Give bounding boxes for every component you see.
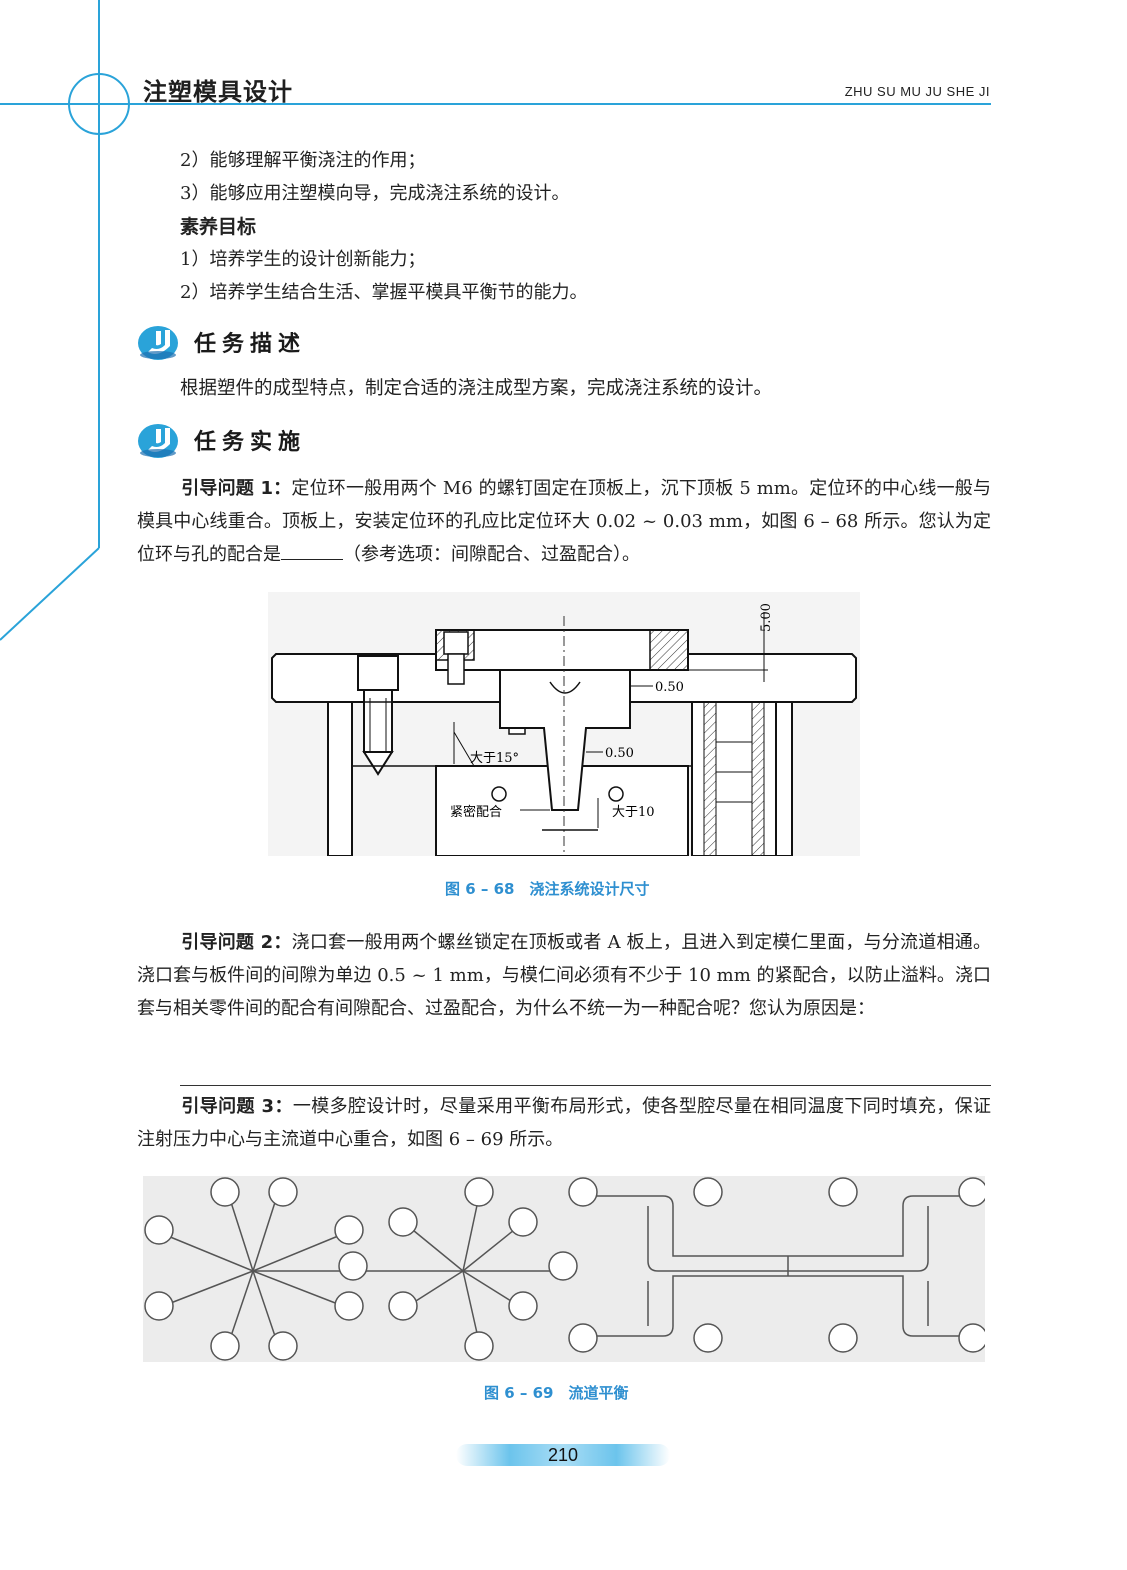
dim-0-50-mid-label: 0.50	[605, 746, 634, 761]
dim-5-00-label: 5.00	[759, 603, 774, 632]
dim-0-50-top-label: 0.50	[655, 680, 684, 695]
tight-fit-label: 紧密配合	[450, 804, 502, 820]
header-vertical-line	[98, 0, 100, 548]
header-horizontal-line	[0, 103, 991, 105]
question-3-label: 引导问题 3：	[181, 1096, 293, 1117]
section-logo-icon	[138, 326, 178, 360]
guide-question-1: 引导问题 1：定位环一般用两个 M6 的螺钉固定在顶板上，沉下顶板 5 mm。定…	[137, 472, 991, 571]
angle-label: 大于15°	[470, 751, 519, 766]
task-implementation-title: 任务实施	[194, 430, 307, 455]
book-title-pinyin: ZHU SU MU JU SHE JI	[844, 84, 990, 99]
task-description-text: 根据塑件的成型特点，制定合适的浇注成型方案，完成浇注系统的设计。	[180, 378, 773, 399]
figure-6-68-drawing: 5.00 0.50 0.50 大于15° 紧密配合 大于10	[268, 592, 860, 856]
guide-question-3: 引导问题 3：一模多腔设计时，尽量采用平衡布局形式，使各型腔尽量在相同温度下同时…	[137, 1090, 991, 1156]
task-description-title: 任务描述	[194, 332, 307, 357]
figure-6-69-caption: 图 6 – 69 流道平衡	[484, 1384, 629, 1402]
question-1-text: 定位环一般用两个 M6 的螺钉固定在顶板上，沉下顶板 5 mm。定位环的中心线一…	[137, 478, 992, 565]
question-1-options: （参考选项：间隙配合、过盈配合）。	[343, 544, 640, 565]
question-1-label: 引导问题 1：	[181, 478, 292, 499]
header-circle-decoration	[0, 73, 130, 641]
figure-6-69-drawing	[143, 1176, 985, 1362]
question-2-text: 浇口套一般用两个螺丝锁定在顶板或者 A 板上，且进入到定模仁里面，与分流道相通。…	[137, 932, 991, 1019]
literacy-item-1: 1）培养学生的设计创新能力；	[180, 249, 426, 270]
ability-item-2: 2）能够理解平衡浇注的作用；	[180, 150, 426, 171]
page-number-decoration	[456, 1444, 670, 1466]
answer-line-2[interactable]	[180, 1085, 991, 1086]
section-logo-icon	[138, 424, 178, 458]
figure-6-68-caption: 图 6 – 68 浇注系统设计尺寸	[445, 880, 650, 898]
book-title: 注塑模具设计	[143, 78, 293, 106]
question-3-text: 一模多腔设计时，尽量采用平衡布局形式，使各型腔尽量在相同温度下同时填充，保证注射…	[137, 1096, 992, 1150]
question-2-label: 引导问题 2：	[181, 932, 292, 953]
page-number: 210	[547, 1445, 579, 1465]
gt10-label: 大于10	[612, 805, 655, 820]
guide-question-2: 引导问题 2：浇口套一般用两个螺丝锁定在顶板或者 A 板上，且进入到定模仁里面，…	[137, 926, 991, 1025]
literacy-goals-title: 素养目标	[180, 216, 257, 238]
answer-blank-1[interactable]	[281, 558, 343, 560]
ability-item-3: 3）能够应用注塑模向导，完成浇注系统的设计。	[180, 183, 570, 204]
literacy-item-2: 2）培养学生结合生活、掌握平模具平衡节的能力。	[180, 282, 588, 303]
